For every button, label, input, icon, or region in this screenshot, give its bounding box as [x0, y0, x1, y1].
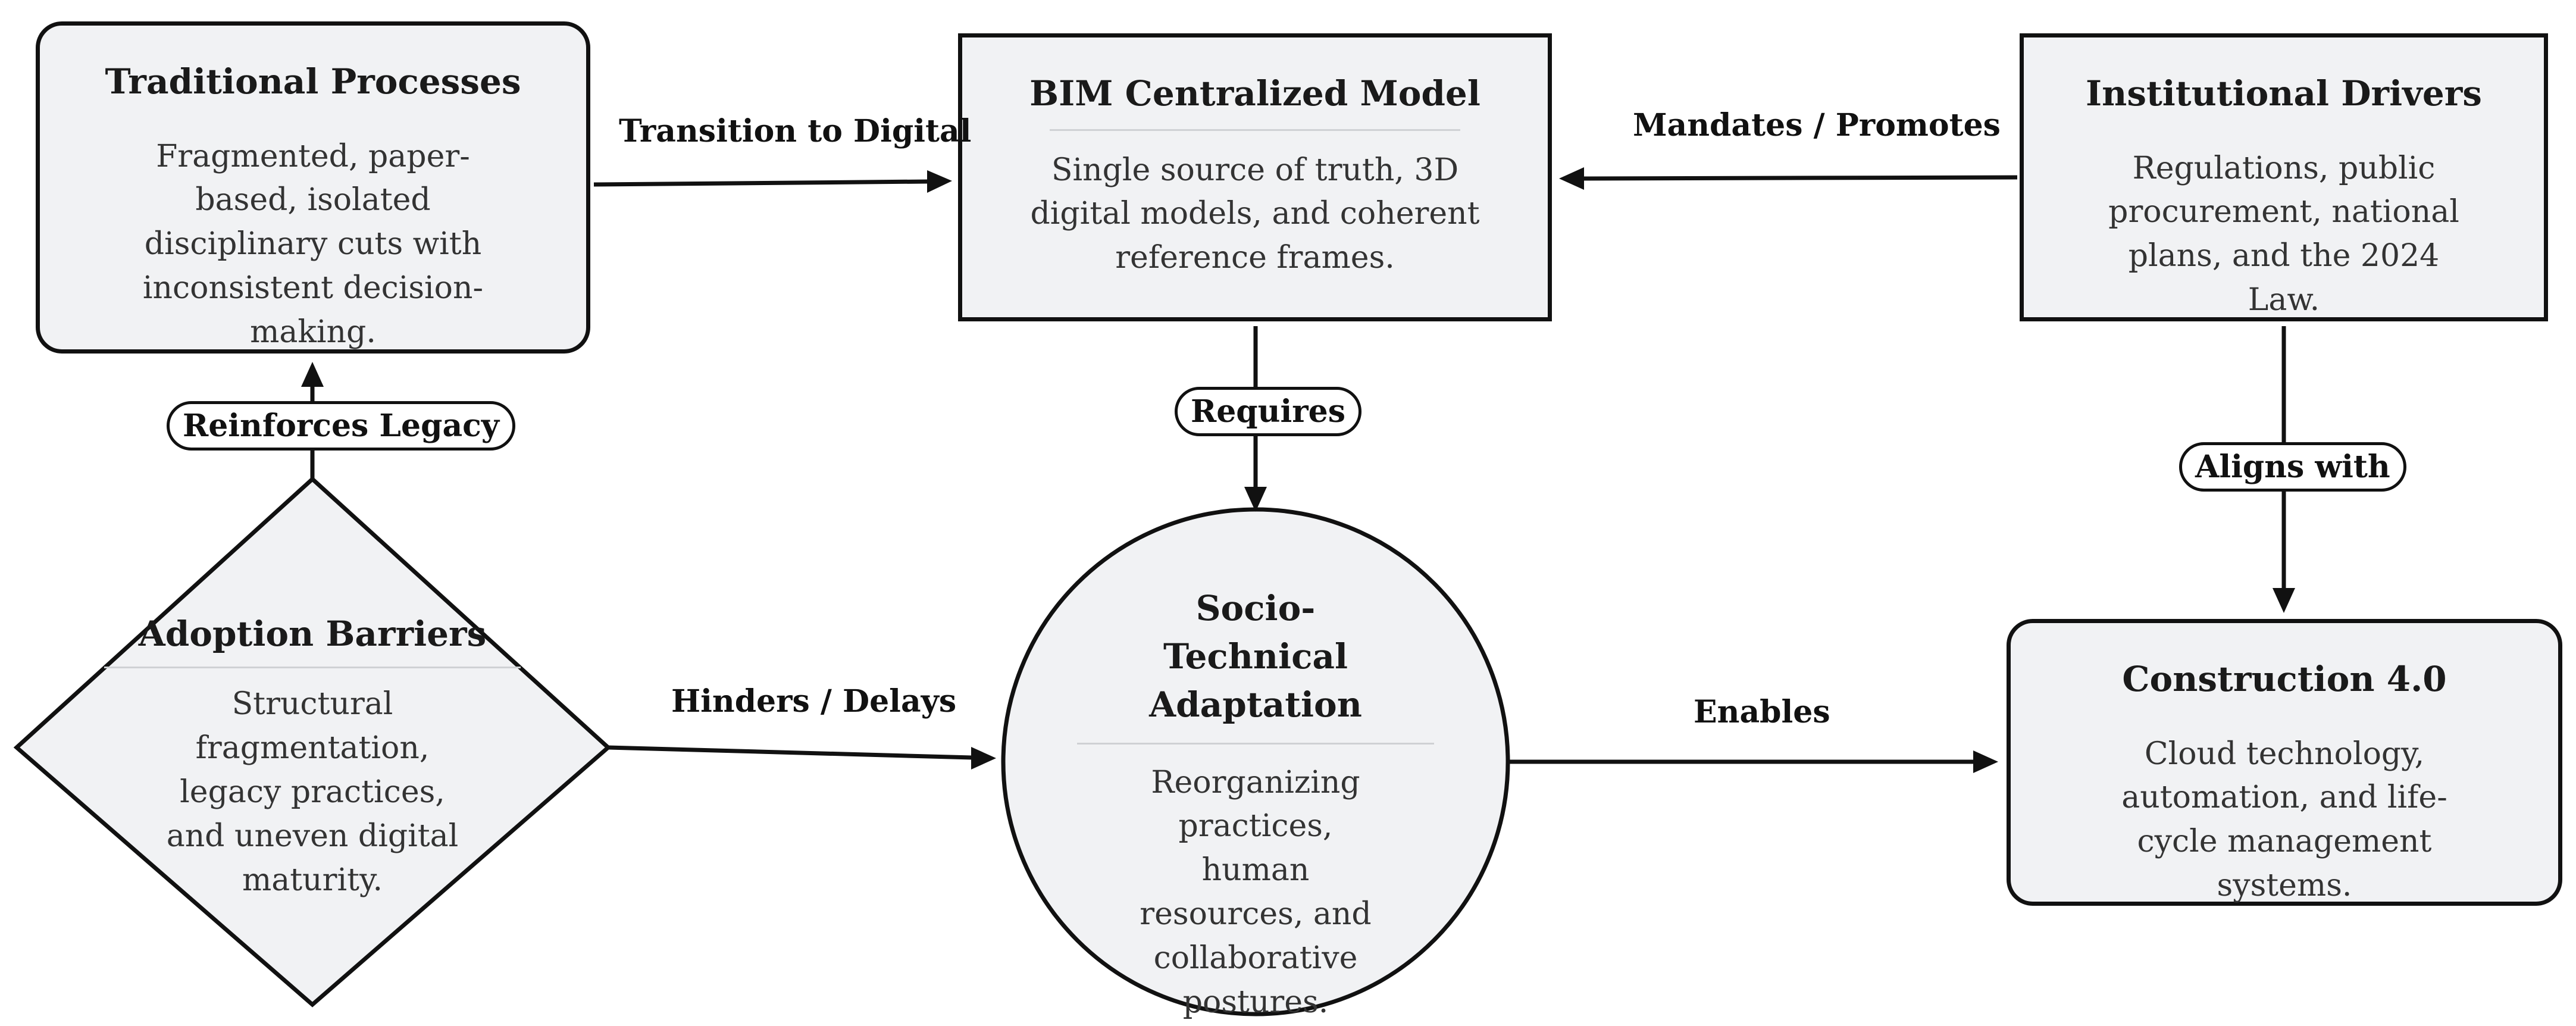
edge-label-reinforces-legacy: Reinforces Legacy: [167, 401, 516, 451]
node-title: Traditional Processes: [105, 61, 521, 102]
node-construction-4-0: Construction 4.0 Cloud technology, autom…: [2007, 619, 2562, 906]
node-description: Cloud technology, automation, and life-c…: [2121, 736, 2447, 904]
node-title: Construction 4.0: [2122, 659, 2447, 699]
node-description: Single source of truth, 3D digital model…: [1030, 152, 1480, 276]
arrowhead-requires: [1244, 487, 1267, 512]
divider: [1050, 129, 1460, 131]
arrowhead-hinders: [971, 747, 996, 769]
divider: [1077, 742, 1434, 745]
arrowhead-mandates: [1559, 167, 1584, 190]
node-adoption-barriers: Adoption Barriers Structural fragmentati…: [95, 610, 530, 902]
node-description: Regulations, public procurement, nationa…: [2108, 150, 2459, 318]
node-description: Fragmented, paper-based, isolated discip…: [142, 138, 484, 350]
edge-label-requires: Requires: [1175, 387, 1361, 436]
node-title: Adoption Barriers: [138, 614, 487, 654]
edge-label-hinders-delays: Hinders / Delays: [671, 683, 957, 720]
edge-label-transition-to-digital: Transition to Digital: [619, 113, 972, 149]
adoption-barriers-diamond: [13, 476, 612, 1008]
arrowhead-reinforces: [301, 362, 324, 387]
arrowhead-enables: [1973, 750, 1998, 773]
edge-label-enables: Enables: [1694, 694, 1830, 730]
node-traditional-processes: Traditional Processes Fragmented, paper-…: [36, 21, 590, 354]
node-title: BIM Centralized Model: [1029, 73, 1481, 114]
divider: [104, 667, 521, 669]
node-institutional-drivers: Institutional Drivers Regulations, publi…: [2020, 33, 2548, 321]
node-socio-technical-adaptation: Socio-Technical Adaptation Reorganizing …: [1047, 584, 1464, 1025]
arrowhead-transition: [927, 170, 952, 193]
edge-label-mandates-promotes: Mandates / Promotes: [1633, 107, 2001, 143]
node-description: Structural fragmentation, legacy practic…: [166, 686, 459, 898]
node-title: Socio-Technical Adaptation: [1149, 588, 1362, 725]
edge-hinders-delays: [608, 745, 973, 760]
arrowhead-aligns: [2273, 588, 2295, 613]
node-bim-centralized-model: BIM Centralized Model Single source of t…: [958, 33, 1552, 321]
edge-label-aligns-with: Aligns with: [2179, 442, 2406, 492]
node-description: Reorganizing practices, human resources,…: [1140, 764, 1372, 1020]
node-title: Institutional Drivers: [2086, 73, 2482, 114]
edge-transition-to-digital: [593, 179, 929, 187]
edge-mandates-promotes: [1582, 175, 2018, 181]
